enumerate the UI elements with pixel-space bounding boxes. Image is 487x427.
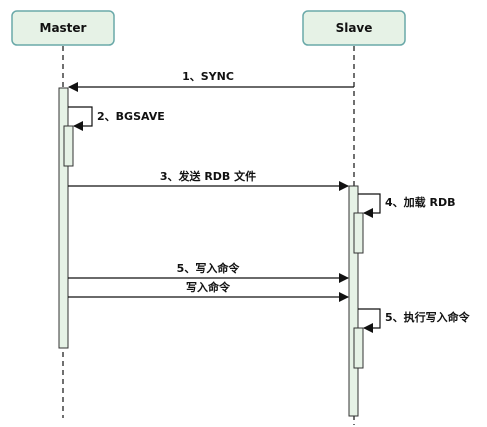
send-rdb-label: 3、发送 RDB 文件 (160, 169, 256, 183)
sync-label: 1、SYNC (182, 70, 234, 83)
master-label: Master (40, 21, 87, 35)
write-cmd-label: 5、写入命令 (177, 261, 241, 275)
master-activation (58, 87, 69, 349)
load-rdb-label: 4、加载 RDB (385, 195, 455, 209)
slave-label: Slave (336, 21, 373, 35)
slave-load-activation (353, 212, 364, 254)
slave-exec-activation (353, 327, 364, 369)
bgsave-arrow (68, 106, 93, 131)
load-rdb-arrow (358, 193, 381, 218)
exec-cmd-label: 5、执行写入命令 (385, 310, 471, 324)
slave-activation (348, 185, 359, 417)
bgsave-label: 2、BGSAVE (97, 110, 165, 123)
master-bgsave-activation (63, 125, 74, 167)
write-cmd-label-2: 写入命令 (186, 280, 231, 294)
master-participant: Master (11, 10, 115, 46)
exec-cmd-arrow (358, 308, 381, 333)
slave-participant: Slave (302, 10, 406, 46)
